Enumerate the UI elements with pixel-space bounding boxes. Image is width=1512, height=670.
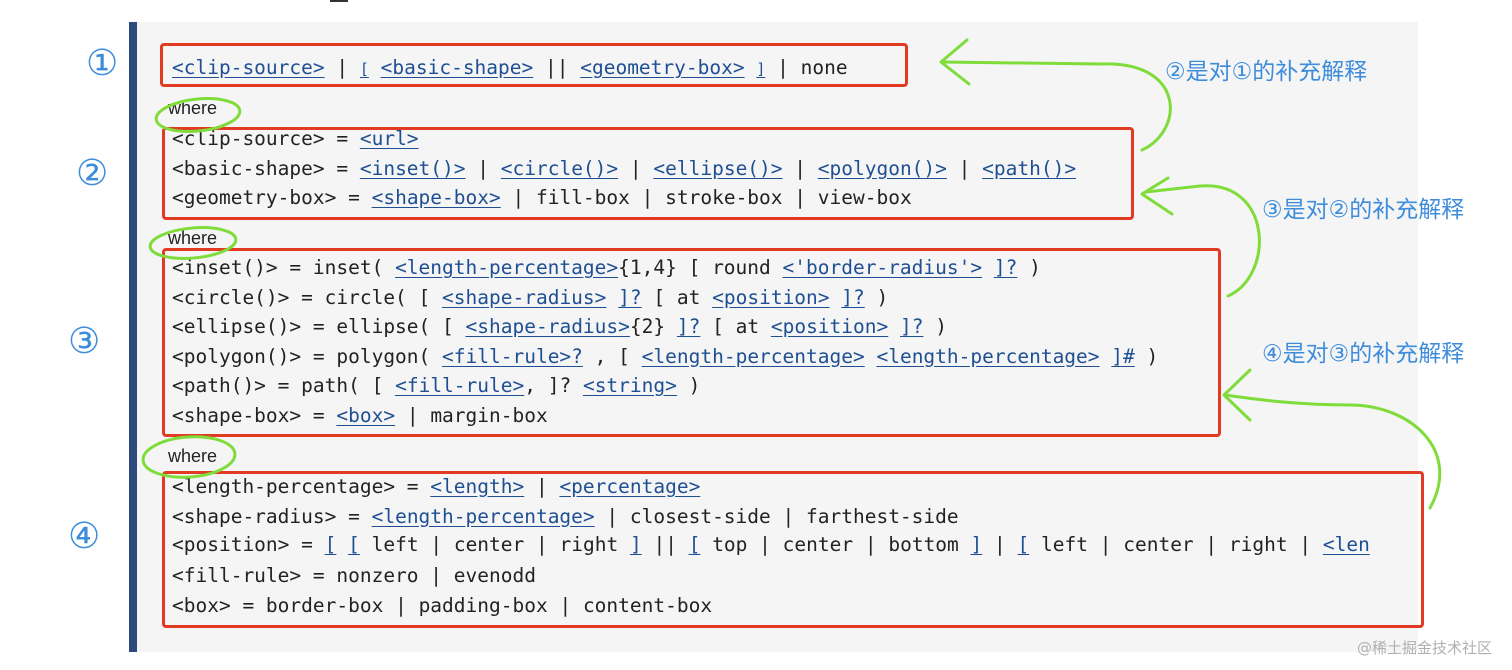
link-length-percentage[interactable]: <length-percentage> <box>395 256 619 279</box>
marker-4: ④ <box>68 516 101 557</box>
syntax-group-1: <clip-source> = <url> <basic-shape> = <i… <box>172 127 1077 209</box>
link-geometry-box[interactable]: <geometry-box> <box>580 56 745 79</box>
link-length[interactable]: <length> <box>430 475 525 498</box>
link-shape-box[interactable]: <shape-box> <box>371 186 501 209</box>
note-3-explains-2: ③是对②的补充解释 <box>1262 197 1465 223</box>
highlight-box-2 <box>162 127 1134 220</box>
syntax-group-3a: <length-percentage> = <length> | <percen… <box>172 475 959 528</box>
link-position[interactable]: <position> <box>770 315 889 338</box>
where-label-1: where <box>168 98 218 118</box>
link-fill-rule[interactable]: <fill-rule> <box>442 344 572 368</box>
watermark: @稀土掘金技术社区 <box>1356 639 1492 657</box>
note-2-explains-1: ②是对①的补充解释 <box>1165 59 1368 85</box>
link-border-radius[interactable]: <'border-radius'> <box>782 256 983 279</box>
link-inset[interactable]: <inset()> <box>359 156 466 180</box>
highlight-box-4 <box>162 471 1424 628</box>
link-shape-radius[interactable]: <shape-radius> <box>442 285 607 309</box>
note-4-explains-3: ④是对③的补充解释 <box>1262 341 1465 367</box>
cropped-mark <box>330 0 348 2</box>
where-label-3: where <box>168 446 218 466</box>
marker-2: ② <box>76 153 109 194</box>
link-polygon[interactable]: <polygon()> <box>817 156 947 180</box>
link-circle[interactable]: <circle()> <box>500 156 619 180</box>
link-length-percentage[interactable]: <length-percentage> <box>641 344 865 368</box>
link-length-percentage[interactable]: <length-percentage> <box>876 344 1100 368</box>
marker-1: ① <box>86 43 119 84</box>
syntax-position-line: <position> = [ [ left | center | right ]… <box>172 533 1370 556</box>
link-position[interactable]: <position> <box>712 285 830 309</box>
link-clip-source[interactable]: <clip-source> <box>172 56 325 79</box>
link-fill-rule[interactable]: <fill-rule> <box>395 374 525 397</box>
highlight-box-1 <box>160 43 908 87</box>
syntax-group-3b: <fill-rule> = nonzero | evenodd <box> = … <box>172 564 713 617</box>
where-label-2: where <box>168 228 218 248</box>
link-percentage[interactable]: <percentage> <box>559 475 701 498</box>
link-ellipse[interactable]: <ellipse()> <box>653 156 783 180</box>
marker-3: ③ <box>68 321 101 362</box>
link-box[interactable]: <box> <box>336 403 396 427</box>
panel-left-border <box>129 22 137 652</box>
link-string[interactable]: <string> <box>582 374 677 397</box>
link-basic-shape[interactable]: <basic-shape> <box>380 56 534 79</box>
link-length-percentage[interactable]: <length-percentage> <box>371 504 595 528</box>
syntax-group-2: <inset()> = inset( <length-percentage>{1… <box>172 256 1159 427</box>
link-path[interactable]: <path()> <box>982 156 1077 180</box>
highlight-box-3 <box>162 248 1221 437</box>
syntax-line-clip-path: <clip-source> | [ <basic-shape> || <geom… <box>172 56 848 79</box>
link-shape-radius[interactable]: <shape-radius> <box>465 315 630 338</box>
link-length-truncated[interactable]: <len <box>1322 533 1370 556</box>
position-line-clip: <position> = [ [ left | center | right ]… <box>172 530 1418 562</box>
link-url[interactable]: <url> <box>359 127 419 150</box>
